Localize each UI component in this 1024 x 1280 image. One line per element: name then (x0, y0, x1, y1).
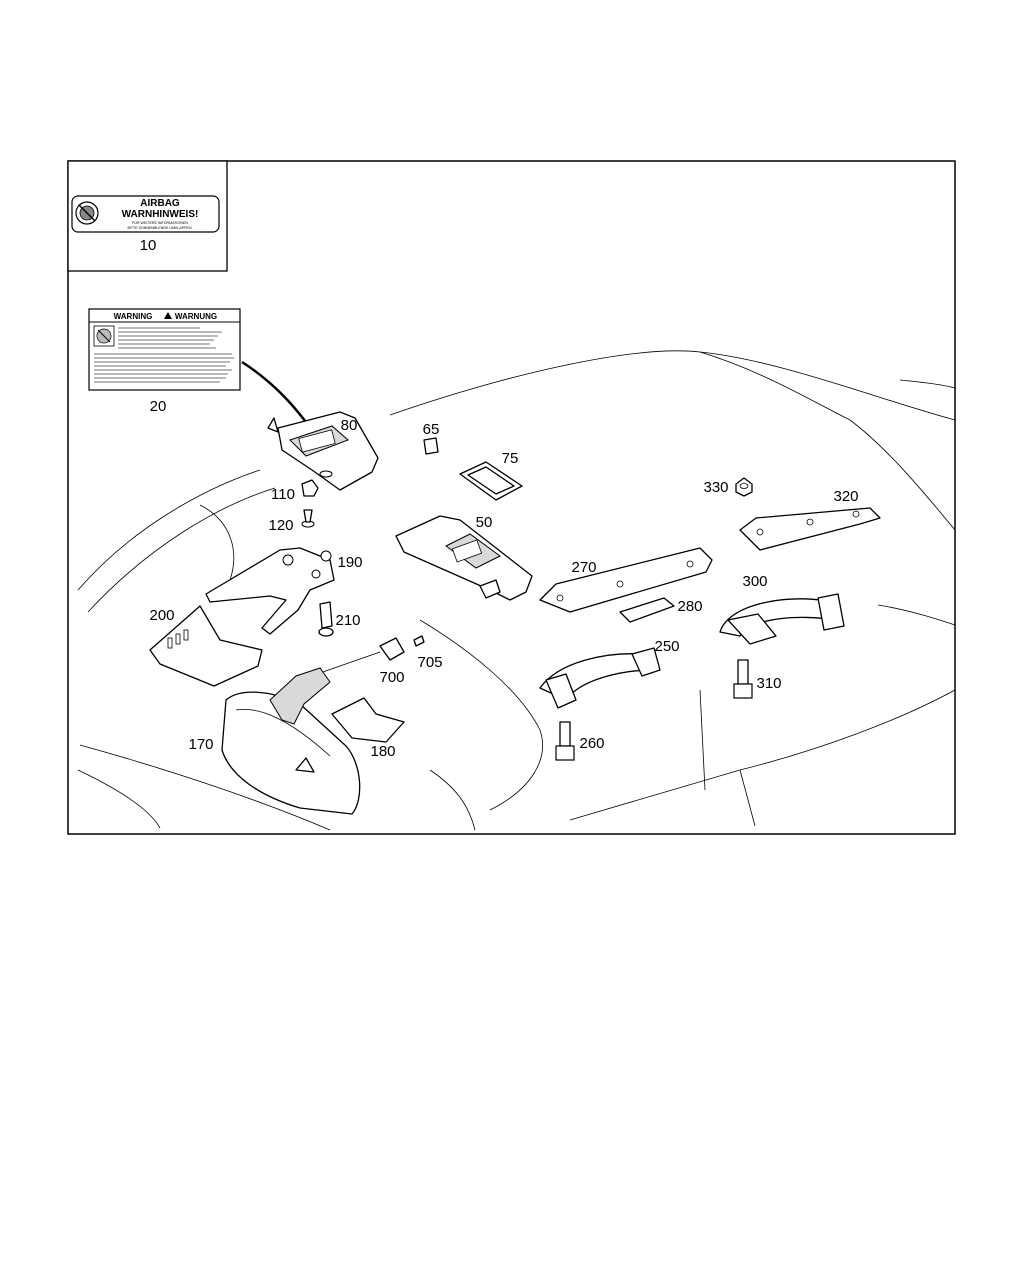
clip-110 (301, 479, 319, 497)
part-label-200: 200 (149, 607, 174, 624)
part-label-180: 180 (370, 743, 395, 760)
part-label-310: 310 (756, 675, 781, 692)
warning-label-sticker: WARNING WARNUNG (88, 308, 241, 391)
warning-label-heading-right: WARNUNG (175, 312, 217, 321)
diagram-frame (67, 160, 956, 835)
handle-base-320 (739, 507, 881, 551)
part-label-10: 10 (140, 237, 157, 254)
nut-330 (735, 477, 753, 497)
part-label-75: 75 (502, 450, 519, 467)
sun-visor-50 (395, 515, 533, 601)
part-label-210: 210 (335, 612, 360, 629)
part-label-270: 270 (571, 559, 596, 576)
cover-180 (331, 697, 405, 743)
roof-outline (77, 350, 956, 831)
screw-260 (555, 721, 575, 761)
part-label-120: 120 (268, 517, 293, 534)
airbag-label-sticker: AIRBAG WARNHINWEIS! FÜR WEITERE INFORMAT… (71, 195, 220, 233)
part-label-65: 65 (423, 421, 440, 438)
screw-120 (301, 509, 315, 528)
clip-65 (423, 437, 439, 455)
airbag-label-title-1: AIRBAG (140, 198, 180, 209)
part-label-250: 250 (654, 638, 679, 655)
grab-handle-250 (539, 647, 661, 709)
airbag-label-title-2: WARNHINWEIS! (122, 209, 199, 220)
cover-200 (149, 605, 263, 687)
pin-705 (413, 635, 425, 647)
rear-view-mirror-170 (221, 667, 361, 815)
part-label-705: 705 (417, 654, 442, 671)
part-label-300: 300 (742, 573, 767, 590)
part-label-170: 170 (188, 736, 213, 753)
part-label-80: 80 (341, 417, 358, 434)
warning-label-heading-left: WARNING (114, 312, 153, 321)
part-label-280: 280 (677, 598, 702, 615)
cover-280 (619, 597, 675, 623)
screw-210 (318, 601, 334, 637)
part-label-260: 260 (579, 735, 604, 752)
mirror-frame-75 (459, 461, 523, 501)
part-label-50: 50 (476, 514, 493, 531)
part-label-700: 700 (379, 669, 404, 686)
airbag-label-small-2: BITTE SONNENBLENDE UMKLAPPEN. (127, 226, 192, 230)
part-label-190: 190 (337, 554, 362, 571)
part-label-320: 320 (833, 488, 858, 505)
warning-triangle-icon (164, 312, 172, 319)
handle-base-270 (539, 547, 713, 613)
sun-visor-80 (267, 411, 379, 491)
airbag-label-small-1: FÜR WEITERE INFORMATIONEN (132, 221, 188, 225)
screw-310 (733, 659, 753, 699)
part-label-20: 20 (150, 398, 167, 415)
grab-handle-300 (719, 593, 845, 645)
part-label-110: 110 (271, 486, 295, 503)
bracket-190 (205, 547, 335, 635)
part-label-330: 330 (703, 479, 728, 496)
